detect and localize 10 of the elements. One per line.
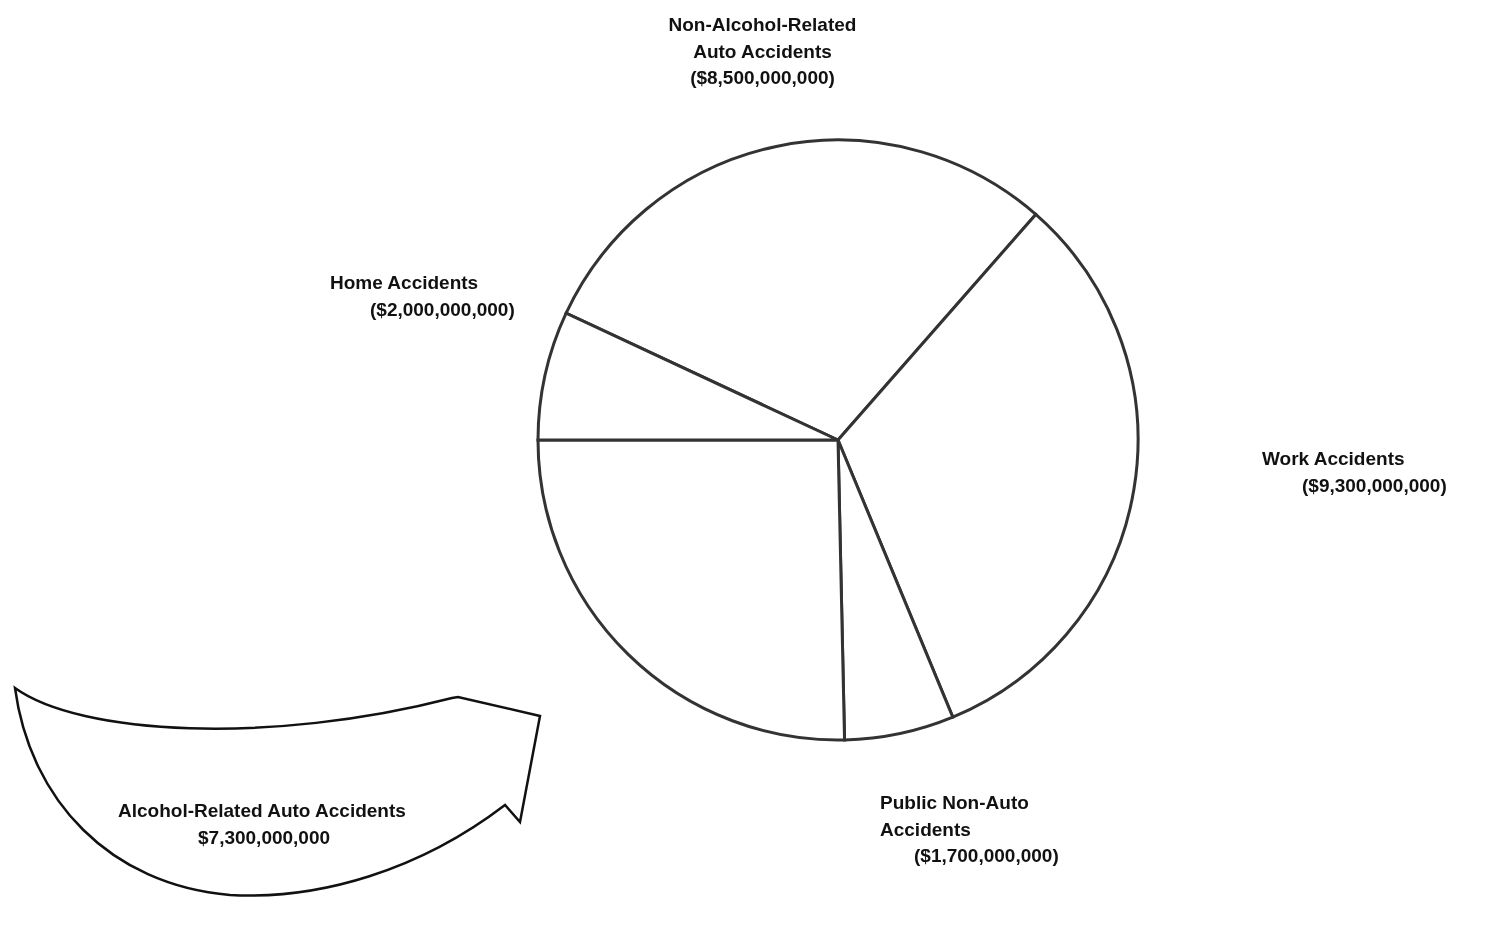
slice-label: Home Accidents [330,271,479,295]
value-label: ($1,700,000,000) [914,844,1059,869]
slice-label: Public Non-Auto Accidents [880,791,1030,842]
value-label: ($2,000,000,000) [370,297,515,322]
slice-label: Alcohol-Related Auto Accidents [118,799,406,823]
value-label: ($8,500,000,000) [689,66,836,91]
value-label: ($9,300,000,000) [1302,473,1447,498]
slice-label: Work Accidents [1262,447,1405,471]
value-label: $7,300,000,000 [198,825,331,850]
slice-label: Non-Alcohol-Related Auto Accidents [667,13,858,64]
